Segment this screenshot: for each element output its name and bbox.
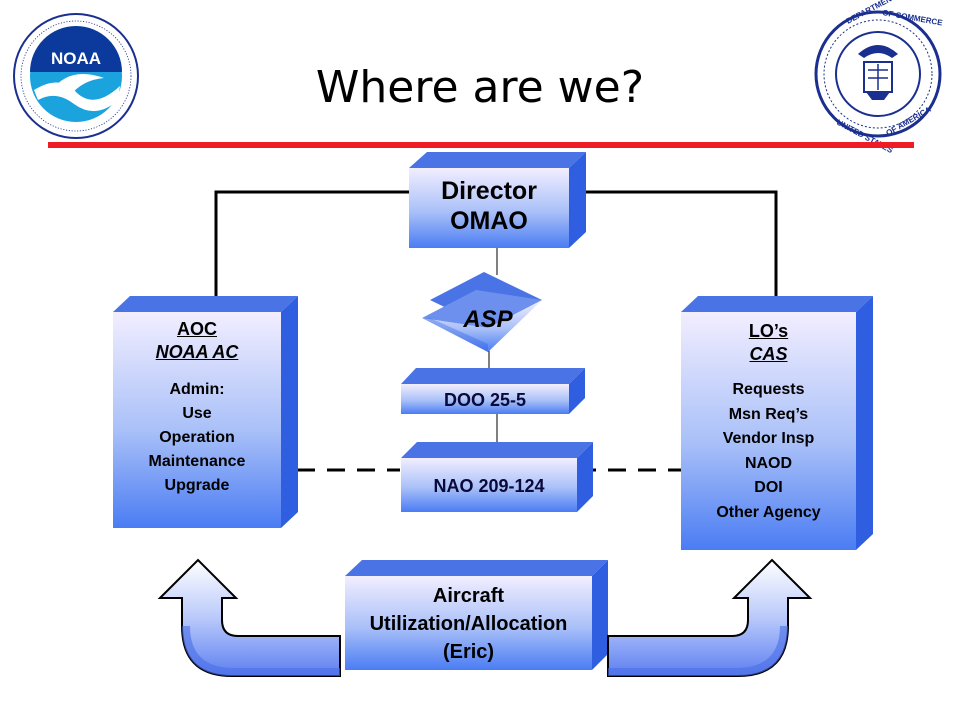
nao-box — [401, 442, 593, 512]
los-items: Requests Msn Req’s Vendor Insp NAOD DOI … — [681, 378, 856, 525]
director-label: Director OMAO — [409, 176, 569, 236]
aircraft-label: Aircraft Utilization/Allocation (Eric) — [345, 582, 592, 666]
title-divider — [48, 142, 914, 148]
aircraft-line-2: Utilization/Allocation — [369, 613, 568, 635]
director-subtitle: OMAO — [450, 207, 528, 235]
los-box — [681, 296, 873, 550]
los-item: Vendor Insp — [722, 430, 815, 447]
aoc-item: Use — [182, 405, 212, 422]
nao-label: NAO 209-124 — [433, 476, 545, 496]
doo-box — [401, 368, 585, 414]
aircraft-box — [345, 560, 608, 670]
aoc-box — [113, 296, 298, 528]
aoc-item: Maintenance — [148, 453, 246, 470]
left-curved-arrow — [157, 558, 341, 677]
right-curved-arrow — [607, 558, 813, 677]
los-item: Requests — [732, 381, 805, 398]
aoc-label: AOC NOAA AC Admin: Use Operation Mainten… — [113, 318, 281, 498]
page-title: Where are we? — [315, 62, 645, 113]
aoc-title: AOC — [177, 319, 217, 339]
los-title: LO’s — [748, 321, 789, 341]
aoc-item: Admin: — [169, 381, 225, 398]
aoc-item: Operation — [159, 429, 235, 446]
los-item: NAOD — [744, 454, 793, 472]
los-item: DOI — [754, 479, 783, 496]
noaa-logo: NOAA — [13, 13, 139, 139]
asp-label: ASP — [463, 306, 513, 333]
doo-label: DOO 25-5 — [443, 390, 527, 410]
los-subtitle: CAS — [749, 344, 788, 364]
los-item: Msn Req’s — [728, 405, 809, 423]
aircraft-line-3: (Eric) — [442, 641, 495, 663]
aircraft-line-1: Aircraft — [432, 585, 505, 607]
connector-lines — [214, 190, 778, 472]
director-title: Director — [441, 177, 537, 205]
aoc-item: Upgrade — [164, 477, 230, 494]
noaa-logo-text: NOAA — [51, 49, 101, 68]
los-label: LO’s CAS Requests Msn Req’s Vendor Insp … — [681, 320, 856, 525]
aoc-items: Admin: Use Operation Maintenance Upgrade — [113, 378, 281, 498]
asp-diamond — [422, 272, 542, 352]
los-item: Other Agency — [716, 503, 821, 521]
aoc-subtitle: NOAA AC — [155, 342, 239, 362]
director-box — [409, 152, 586, 248]
